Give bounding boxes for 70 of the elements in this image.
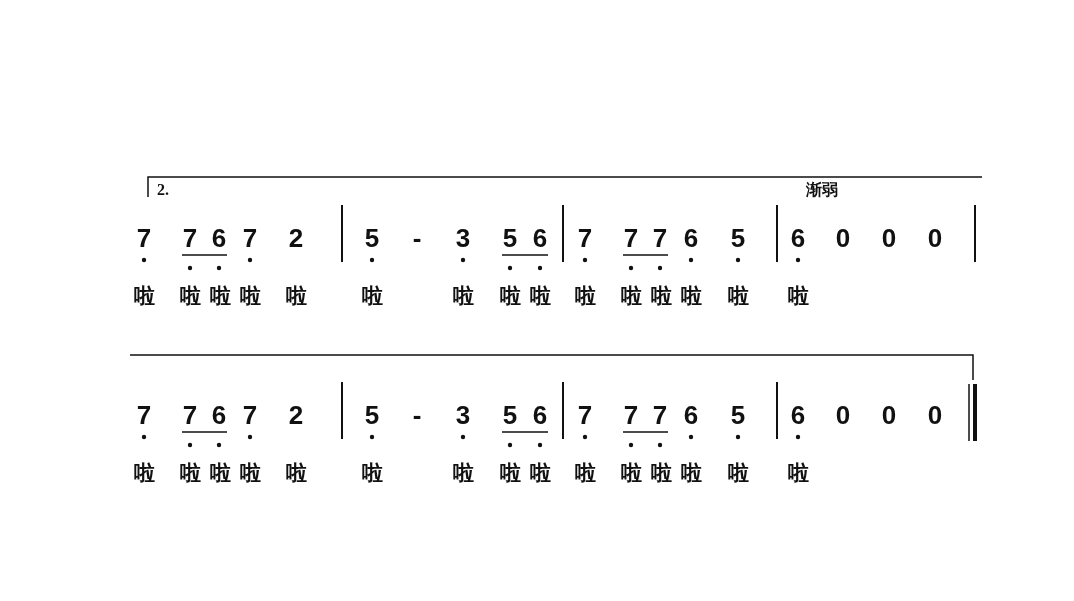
note-numeral: 7 — [577, 225, 593, 251]
note-numeral: 5 — [730, 225, 746, 251]
lyric-syllable: 啦 — [787, 285, 809, 307]
note-numeral: 7 — [242, 402, 258, 428]
lyric-syllable: 啦 — [620, 285, 642, 307]
note-numeral: 6 — [211, 225, 227, 251]
note-numeral: 6 — [211, 402, 227, 428]
note-numeral: 0 — [881, 225, 897, 251]
lyric-syllable: 啦 — [285, 285, 307, 307]
lyric-syllable: 啦 — [574, 285, 596, 307]
lyric-syllable: 啦 — [787, 462, 809, 484]
note-numeral: 0 — [927, 225, 943, 251]
lyric-syllable: 啦 — [239, 285, 261, 307]
note-numeral: 7 — [242, 225, 258, 251]
note-numeral: 5 — [502, 225, 518, 251]
lyric-syllable: 啦 — [452, 462, 474, 484]
lyric-syllable: 啦 — [499, 462, 521, 484]
dynamics-marking: 渐弱 — [806, 182, 838, 198]
lyric-syllable: 啦 — [133, 462, 155, 484]
extension-dash: - — [412, 402, 422, 428]
note-numeral: 6 — [683, 225, 699, 251]
lyric-syllable: 啦 — [239, 462, 261, 484]
lyric-syllable: 啦 — [680, 285, 702, 307]
extension-dash: - — [412, 225, 422, 251]
note-numeral: 5 — [730, 402, 746, 428]
lyric-syllable: 啦 — [209, 285, 231, 307]
note-numeral: 6 — [790, 402, 806, 428]
note-numeral: 5 — [364, 402, 380, 428]
lyric-syllable: 啦 — [529, 285, 551, 307]
note-numeral: 7 — [623, 402, 639, 428]
volta-number: 2. — [157, 182, 169, 198]
lyric-syllable: 啦 — [727, 285, 749, 307]
note-numeral: 0 — [835, 402, 851, 428]
note-numeral: 5 — [502, 402, 518, 428]
lyric-syllable: 啦 — [361, 285, 383, 307]
note-numeral: 7 — [182, 225, 198, 251]
lyric-syllable: 啦 — [650, 462, 672, 484]
note-numeral: 7 — [136, 402, 152, 428]
lyric-syllable: 啦 — [133, 285, 155, 307]
note-numeral: 5 — [364, 225, 380, 251]
lyric-syllable: 啦 — [179, 462, 201, 484]
note-numeral: 7 — [577, 402, 593, 428]
lyric-syllable: 啦 — [179, 285, 201, 307]
note-numeral: 3 — [455, 402, 471, 428]
lyric-syllable: 啦 — [452, 285, 474, 307]
note-numeral: 6 — [790, 225, 806, 251]
lyric-syllable: 啦 — [620, 462, 642, 484]
lyric-syllable: 啦 — [650, 285, 672, 307]
lyric-syllable: 啦 — [209, 462, 231, 484]
note-numeral: 0 — [835, 225, 851, 251]
lyric-syllable: 啦 — [574, 462, 596, 484]
note-numeral: 0 — [927, 402, 943, 428]
note-numeral: 0 — [881, 402, 897, 428]
note-numeral: 7 — [623, 225, 639, 251]
lyric-syllable: 啦 — [285, 462, 307, 484]
note-numeral: 2 — [288, 402, 304, 428]
note-numeral: 2 — [288, 225, 304, 251]
note-numeral: 6 — [683, 402, 699, 428]
lyric-syllable: 啦 — [680, 462, 702, 484]
lyric-syllable: 啦 — [727, 462, 749, 484]
note-numeral: 7 — [182, 402, 198, 428]
lyric-syllable: 啦 — [361, 462, 383, 484]
lyric-syllable: 啦 — [499, 285, 521, 307]
note-numeral: 7 — [652, 402, 668, 428]
note-numeral: 7 — [136, 225, 152, 251]
note-numeral: 7 — [652, 225, 668, 251]
note-numeral: 3 — [455, 225, 471, 251]
note-numeral: 6 — [532, 225, 548, 251]
lyric-syllable: 啦 — [529, 462, 551, 484]
note-numeral: 6 — [532, 402, 548, 428]
